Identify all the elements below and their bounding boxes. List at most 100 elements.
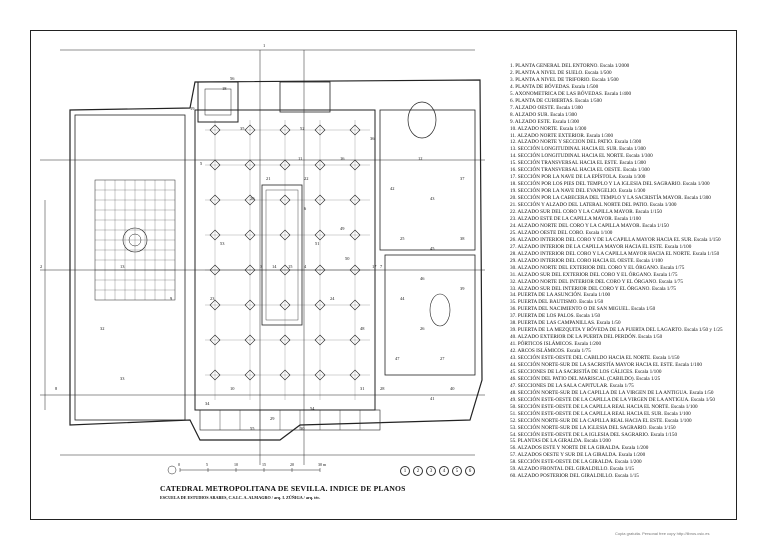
plan-marker-label: 39 [460,286,465,291]
plan-marker-label: 33 [120,376,125,381]
sheet-list-item: 48. SECCIÓN NORTE-SUR DE LA CAPILLA DE L… [510,389,714,396]
sheet-list-item: 40. ALZADO EXTERIOR DE LA PUERTA DEL PER… [510,334,663,341]
fountain-inner [128,233,142,247]
plan-marker-label: 23 [210,296,215,301]
plan-marker-label: 43 [430,196,435,201]
sheet-list-item: 36. PUERTA DEL NACIMIENTO O DE SAN MIGUE… [510,306,656,313]
plan-marker-label: 9 [170,296,173,301]
plan-marker-label: 15 [288,264,293,269]
sheet-list-item: 8. ALZADO SUR. Escala 1/300 [510,111,577,118]
north-arrow-icon [167,465,177,475]
capilla-north [279,81,331,113]
plan-marker-label: 36 [370,136,375,141]
plan-marker-label: 46 [420,276,425,281]
sheet-list-item: 41. PÓRTICOS ISLÁMICOS. Escala 1/200 [510,341,602,348]
sheet-list-item: 55. PLANTAS DE LA GIRALDA. Escala 1/200 [510,438,611,445]
plan-marker-label: 32 [100,326,104,331]
plan-marker-label: 17 [372,264,377,269]
plan-marker-label: 1 [263,43,265,48]
plan-marker-label: 4 [304,264,307,269]
plan-marker-label: 10 [230,386,235,391]
plan-marker-label: 54 [310,406,315,411]
coro [261,184,303,326]
plan-perimeter [69,79,483,441]
plan-marker-label: 37 [460,176,465,181]
sheet-list-item: 58. SECCIÓN ESTE-OESTE DE LA GIRALDA. Es… [510,459,642,466]
sheet-list-item: 14. SECCIÓN LONGITUDINAL HACIA EL NORTE.… [510,153,653,160]
sheet-list-item: 59. ALZADO FRONTAL DEL GIRALDILLO. Escal… [510,466,634,473]
sheet-list-item: 35. PUERTA DEL BAUTISMO. Escala 1/50 [510,299,604,306]
sheet-list-item: 2. PLANTA A NIVEL DE SUELO. Escala 1/500 [510,69,612,76]
scale-label: 0 [178,462,180,467]
sheet-list-item: 20. SECCIÓN POR LA CABECERA DEL TEMPLO Y… [510,195,711,202]
sheet-list-item: 16. SECCIÓN TRANSVERSAL HACIA EL OESTE. … [510,167,650,174]
sheet-list-item: 4. PLANTA DE BÓVEDAS. Escala 1/500 [510,83,599,90]
sheet-list-item: 15. SECCIÓN TRANSVERSAL HACIA EL ESTE. E… [510,160,646,167]
sheet-list-item: 49. SECCIÓN ESTE-OESTE DE LA CAPILLA DE … [510,396,715,403]
sheet-list-item: 29. ALZADO INTERIOR DEL CORO HACIA EL OE… [510,257,663,264]
sheet-list-item: 12. ALZADO NORTE Y SECCION DEL PATIO. Es… [510,139,642,146]
plan-marker-label: 13 [120,264,125,269]
sheet-list-item: 22. ALZADO SUR DEL CORO Y LA CAPILLA MAY… [510,209,662,216]
sheet-list-item: 9. ALZADO ESTE. Escala 1/300 [510,118,580,125]
plan-marker-label: 44 [400,296,405,301]
sala-capitular [384,254,476,376]
plan-marker-label: 34 [205,401,210,406]
sheet-circle-marker: 6 [465,466,475,476]
sheet-list-item: 24. ALZADO NORTE DEL CORO Y LA CAPILLA M… [510,222,669,229]
sheet-circle-marker: 1 [400,466,410,476]
sheet-list-item: 53. SECCIÓN NORTE-SUR DE LA IGLESIA DEL … [510,424,676,431]
sheet-list-item: 52. SECCIÓN NORTE-SUR DE LA CAPILLA REAL… [510,417,692,424]
sheet-list-item: 18. SECCIÓN POR LOS PIES DEL TEMPLO Y LA… [510,181,710,188]
plan-marker-label: 51 [315,241,319,246]
plan-marker-label: 41 [430,396,434,401]
plan-marker-label: 12 [418,156,422,161]
scale-label: 30 m [318,462,327,467]
sheet-list-item: 43. SECCIÓN ESTE-OESTE DEL CABILDO HACIA… [510,355,680,362]
plan-marker-label: 40 [450,386,455,391]
sheet-list-item: 17. SECCIÓN POR LA NAVE DE LA EPÍSTOLA. … [510,174,646,181]
sheet-list-item: 33. ALZADO SUR DEL INTERIOR DEL CORO Y E… [510,285,677,292]
plan-marker-label: 8 [55,386,58,391]
sheet-list-item: 42. ARCOS ISLÁMICOS. Escala 1/75 [510,348,591,355]
plan-marker-label: 38 [460,236,465,241]
sheet-list-item: 21. SECCIÓN Y ALZADO DEL LATERAL NORTE D… [510,202,677,209]
sheet-list-item: 23. ALZADO ESTE DE LA CAPILLA MAYOR. Esc… [510,215,641,222]
plan-marker-label: 22 [304,176,308,181]
sheet-circle-marker: 2 [413,466,423,476]
sheet-list-item: 26. ALZADO INTERIOR DEL CORO Y DE LA CAP… [510,236,721,243]
plan-marker-label: 42 [390,186,394,191]
sheet-list-item: 3. PLANTA A NIVEL DE TRIFORIO. Escala 1/… [510,76,619,83]
sheet-list-item: 13. SECCIÓN LONGITUDINAL HACIA EL SUR. E… [510,146,646,153]
giralda-tower [197,81,239,123]
plan-marker-label: 3 [260,264,263,269]
sheet-list-item: 30. ALZADO NORTE DEL EXTERIOR DEL CORO Y… [510,264,685,271]
plan-marker-label: 6 [304,206,307,211]
plan-marker-label: 20 [250,196,255,201]
sheet-list-item: 38. PUERTA DE LAS CAMPANILLAS. Escala 1/… [510,320,621,327]
sheet-list-item: 54. SECCIÓN ESTE-OESTE DE LA IGLESIA DEL… [510,431,678,438]
sheet-list-item: 34. PUERTA DE LA ASUNCIÓN. Escala 1/100 [510,292,611,299]
sheet-list-item: 47. SECCIONES DE LA SALA CAPITULAR. Esca… [510,382,634,389]
coro-inner [265,189,299,321]
plan-marker-label: 7 [380,264,383,269]
plan-marker-label: 26 [420,326,425,331]
sacristia-dome [407,101,437,139]
plan-marker-label: 47 [395,356,400,361]
plan-marker-label: 27 [440,356,445,361]
sheet-list-item: 1. PLANTA GENERAL DEL ENTORNO. Escala 1/… [510,63,630,69]
sheet-list-item: 27. ALZADO INTERIOR DE LA CAPILLA MAYOR … [510,243,692,250]
plan-marker-label: 19 [190,106,195,111]
plan-marker-label: 14 [272,264,277,269]
sheet-border [30,30,737,520]
sheet-list-item: 37. PUERTA DE LOS PALOS. Escala 1/50 [510,313,601,320]
plan-marker-label: 24 [330,296,335,301]
plan-marker-label: 45 [430,246,435,251]
sheet-circle-marker: 4 [439,466,449,476]
drawing-title: CATEDRAL METROPOLITANA DE SEVILLA. INDIC… [160,484,406,493]
plan-marker-label: 56 [230,76,235,81]
giralda-inner [204,88,232,116]
plan-marker-label: 5 [200,161,203,166]
